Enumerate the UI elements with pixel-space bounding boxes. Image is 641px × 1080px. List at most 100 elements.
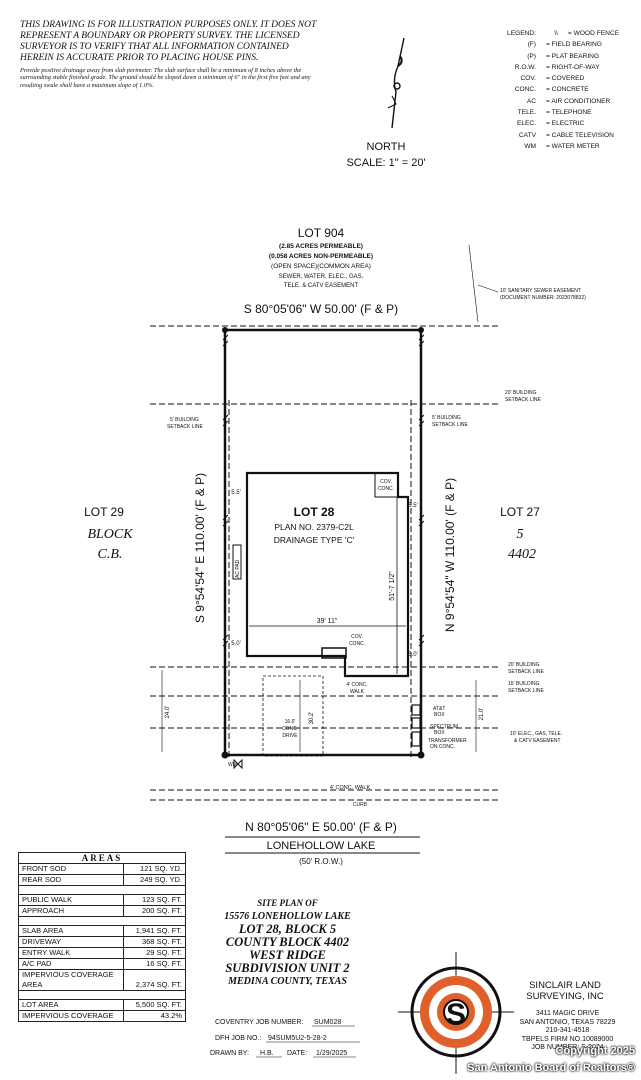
company-name: SINCLAIR LAND SURVEYING, INC	[505, 980, 625, 1002]
drawn-label: DRAWN BY:	[210, 1050, 249, 1057]
table-row: IMPERVIOUS COVERAGE AREA 2,374 SQ. FT.	[19, 970, 185, 991]
lot-904-line: (OPEN SPACE)(COMMON AREA)	[271, 263, 371, 270]
legend-value: = TELEPHONE	[546, 109, 592, 117]
area-label: FRONT SOD	[19, 864, 124, 874]
curb-label: CURB	[353, 802, 368, 808]
legend-value: = COVERED	[546, 75, 585, 83]
house-drainage-label: DRAINAGE TYPE 'C'	[274, 535, 355, 545]
areas-title: AREAS	[19, 853, 185, 864]
drawn-value: H.B.	[260, 1050, 274, 1057]
legend-row-5: CONC.= CONCRETE	[476, 84, 619, 95]
entry-walk-label: 4' CONC.	[346, 682, 367, 688]
driveway-conc: CONC.	[282, 726, 298, 732]
house-footprint	[245, 471, 410, 678]
legend-row-0: LEGEND:\\= WOOD FENCE	[476, 28, 619, 39]
legend-value: = PLAT BEARING	[546, 52, 600, 60]
company-name-line: SURVEYING, INC	[526, 991, 604, 1002]
coventry-value: SUM028	[314, 1019, 341, 1026]
legend-key: TELE.	[517, 109, 536, 117]
transformer-label: ON CONC.	[430, 744, 455, 750]
legend-key: COV.	[520, 75, 536, 83]
dim-left-top: 5.5'	[231, 490, 241, 496]
title-line: 15576 LONEHOLLOW LAKE	[224, 911, 351, 922]
bearing-north: S 80°05'06" W 50.00' (F & P)	[244, 302, 398, 316]
lot-904-label: LOT 904	[298, 226, 345, 240]
tbpels-line: TBPELS FIRM NO.10089000	[521, 1035, 614, 1043]
drainage-note: Provide positive drainage away from slab…	[20, 67, 311, 89]
lot-904-line: (2.85 ACRES PERMEABLE)	[279, 243, 363, 250]
dim-right-bottom: 5.0'	[408, 652, 418, 658]
company-name-line: SINCLAIR LAND	[529, 980, 601, 991]
setback-note: SETBACK LINE	[505, 397, 542, 403]
area-value: 29 SQ. FT.	[146, 948, 182, 957]
dim-right-top: 5.5'	[408, 503, 418, 509]
area-label: APPROACH	[19, 906, 124, 916]
county-block-number: 4402	[508, 547, 536, 562]
water-meter-icon	[233, 758, 243, 770]
disclaimer-text: This drawing is for illustration purpose…	[20, 20, 317, 63]
setback-15-note: 15' BUILDING	[508, 681, 540, 687]
legend-key: (P)	[527, 52, 536, 60]
dim-left-bottom: 5.0'	[231, 641, 241, 647]
legend-row-4: COV. = COVERED	[476, 73, 619, 84]
legend-key: ELEC.	[516, 120, 536, 128]
house-lot-label: LOT 28	[294, 505, 335, 519]
legend-key: CONC.	[514, 86, 536, 94]
sewer-easement-note: 10' SANITARY SEWER EASEMENT	[500, 288, 581, 294]
entry-walk-label: WALK	[350, 689, 365, 695]
area-value: 2,374 SQ. FT.	[135, 980, 182, 989]
legend-key: AC	[526, 97, 536, 105]
area-label: IMPERVIOUS COVERAGE AREA	[19, 970, 124, 990]
driveway-width: 16.0'	[285, 719, 296, 725]
date-value: 1/29/2025	[316, 1050, 347, 1057]
title-line: MEDINA COUNTY, TEXAS	[228, 976, 347, 987]
driveway-label: DRIVE	[282, 733, 298, 739]
legend-key: CATV	[518, 131, 536, 139]
legend-value: = WOOD FENCE	[568, 30, 620, 37]
legend-row-7: TELE. = TELEPHONE	[476, 107, 619, 118]
legend-value: = ELECTRIC	[546, 120, 585, 128]
legend-row-9: CATV= CABLE TELEVISION	[476, 130, 619, 141]
site-plan-title: SITE PLAN OF 15576 LONEHOLLOW LAKE LOT 2…	[190, 897, 385, 988]
legend-value: = RIGHT-OF-WAY	[546, 63, 600, 71]
legend-row-2: (P) = PLAT BEARING	[476, 51, 619, 62]
street-walk-label: 4' CONC. WALK	[330, 785, 371, 791]
sewer-doc-note: (DOCUMENT NUMBER: 2023078832)	[500, 295, 586, 301]
legend-row-6: AC = AIR CONDITIONER	[476, 96, 619, 107]
address-line: SAN ANTONIO, TEXAS 78229	[519, 1018, 616, 1026]
att-label: AT&T	[433, 706, 445, 712]
area-value: 43.2%	[160, 1011, 182, 1020]
utility-easement-note: 10' ELEC., GAS, TELE.	[510, 731, 562, 737]
cb-label: C.B.	[98, 547, 123, 562]
legend-key: WM	[524, 142, 536, 150]
board-watermark: San Antonio Board of Realtors®	[467, 1062, 635, 1074]
legend-value: = WATER METER	[546, 142, 600, 150]
att-box-icon	[411, 704, 421, 716]
area-value: 5,500 SQ. FT.	[135, 1000, 182, 1009]
area-value: 1,941 SQ. FT.	[135, 926, 182, 935]
front-dim-right: 21.0'	[479, 708, 485, 721]
water-meter-label: WM	[228, 762, 237, 768]
legend-value: = FIELD BEARING	[546, 41, 602, 49]
legend-value: = AIR CONDITIONER	[546, 97, 611, 105]
driveway-length: 30.2'	[309, 712, 315, 725]
transformer-icon	[411, 731, 421, 747]
setback-15-note: SETBACK LINE	[508, 688, 545, 694]
legend-key: R.O.W.	[514, 63, 536, 71]
setback-south-note: 20' BUILDING	[508, 662, 540, 668]
area-value: 368 SQ. FT.	[141, 937, 182, 946]
area-value: 123 SQ. FT.	[141, 895, 182, 904]
area-label: A/C PAD	[19, 959, 124, 969]
setback-left-note: 5' BUILDING	[170, 417, 199, 423]
lot-904-line: (0.058 ACRES NON-PERMEABLE)	[269, 253, 373, 260]
setback-left-note: SETBACK LINE	[167, 424, 204, 430]
company-logo-icon: S	[398, 952, 514, 1074]
